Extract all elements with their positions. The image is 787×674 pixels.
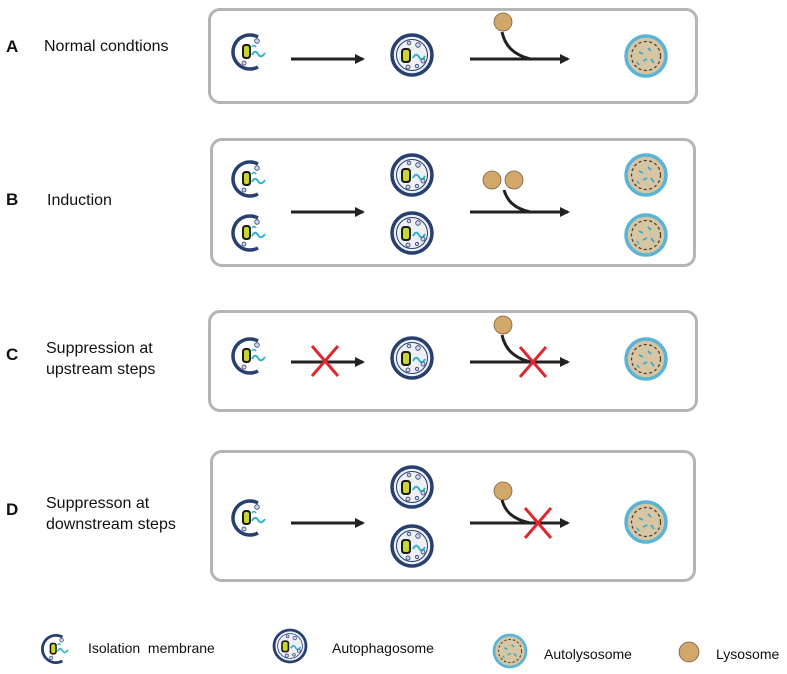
- row-b-autophagosome-icon-top: [390, 153, 434, 197]
- row-b-lysosome-icon-2: [504, 170, 524, 190]
- row-a-autolysosome-icon: [624, 34, 668, 78]
- row-c-fusion-branch: [500, 334, 531, 364]
- row-b-autolysosome-icon-top: [624, 153, 668, 197]
- row-a-autophagosome-icon: [390, 33, 434, 77]
- row-d-isolation-membrane-icon: [231, 499, 267, 537]
- legend-autolysosome-label: Autolysosome: [544, 646, 632, 662]
- row-b-label: Induction: [47, 192, 112, 209]
- row-b-isolation-membrane-icon-bottom: [231, 214, 267, 252]
- legend-lysosome-label: Lysosome: [716, 646, 780, 662]
- row-b-isolation-membrane-icon-top: [231, 160, 267, 198]
- row-d-autophagosome-icon-bottom: [390, 524, 434, 568]
- legend-lysosome-icon: [678, 641, 700, 663]
- row-b-lysosome-icon-1: [482, 170, 502, 190]
- row-c-lysosome-icon: [493, 315, 513, 335]
- row-d-autolysosome-icon: [624, 500, 668, 544]
- row-a-letter: A: [6, 37, 19, 56]
- row-c-autophagosome-icon: [390, 336, 434, 380]
- legend-isolation-membrane-label: Isolation membrane: [88, 640, 215, 656]
- row-a-lysosome-icon: [493, 12, 513, 32]
- row-a-panel: [208, 8, 698, 104]
- row-b-letter: B: [6, 190, 19, 209]
- row-a-label: Normal condtions: [44, 38, 169, 55]
- row-d-lysosome-icon: [493, 481, 513, 501]
- row-c-panel: [208, 310, 698, 412]
- row-c-autolysosome-icon: [624, 337, 668, 381]
- row-b-panel: [210, 138, 696, 267]
- row-d-label: Suppresson at downstream steps: [46, 495, 176, 533]
- row-d-fusion-branch: [500, 499, 531, 525]
- row-d-panel: [210, 450, 696, 582]
- row-d-letter: D: [6, 500, 19, 519]
- row-c-letter: C: [6, 345, 19, 364]
- row-c-label: Suppression at upstream steps: [46, 340, 156, 378]
- row-b-autolysosome-icon-bottom: [624, 213, 668, 257]
- legend-autophagosome-label: Autophagosome: [332, 640, 434, 656]
- row-c-isolation-membrane-icon: [231, 337, 267, 375]
- row-d-autophagosome-icon-top: [390, 465, 434, 509]
- row-a-fusion-branch: [500, 31, 531, 61]
- legend-autolysosome-icon: [492, 633, 528, 669]
- legend-autophagosome-icon: [272, 628, 308, 664]
- row-b-autophagosome-icon-bottom: [390, 211, 434, 255]
- row-b-fusion-branch: [502, 189, 531, 214]
- legend-isolation-membrane-icon: [41, 634, 70, 664]
- row-a-isolation-membrane-icon: [231, 33, 267, 71]
